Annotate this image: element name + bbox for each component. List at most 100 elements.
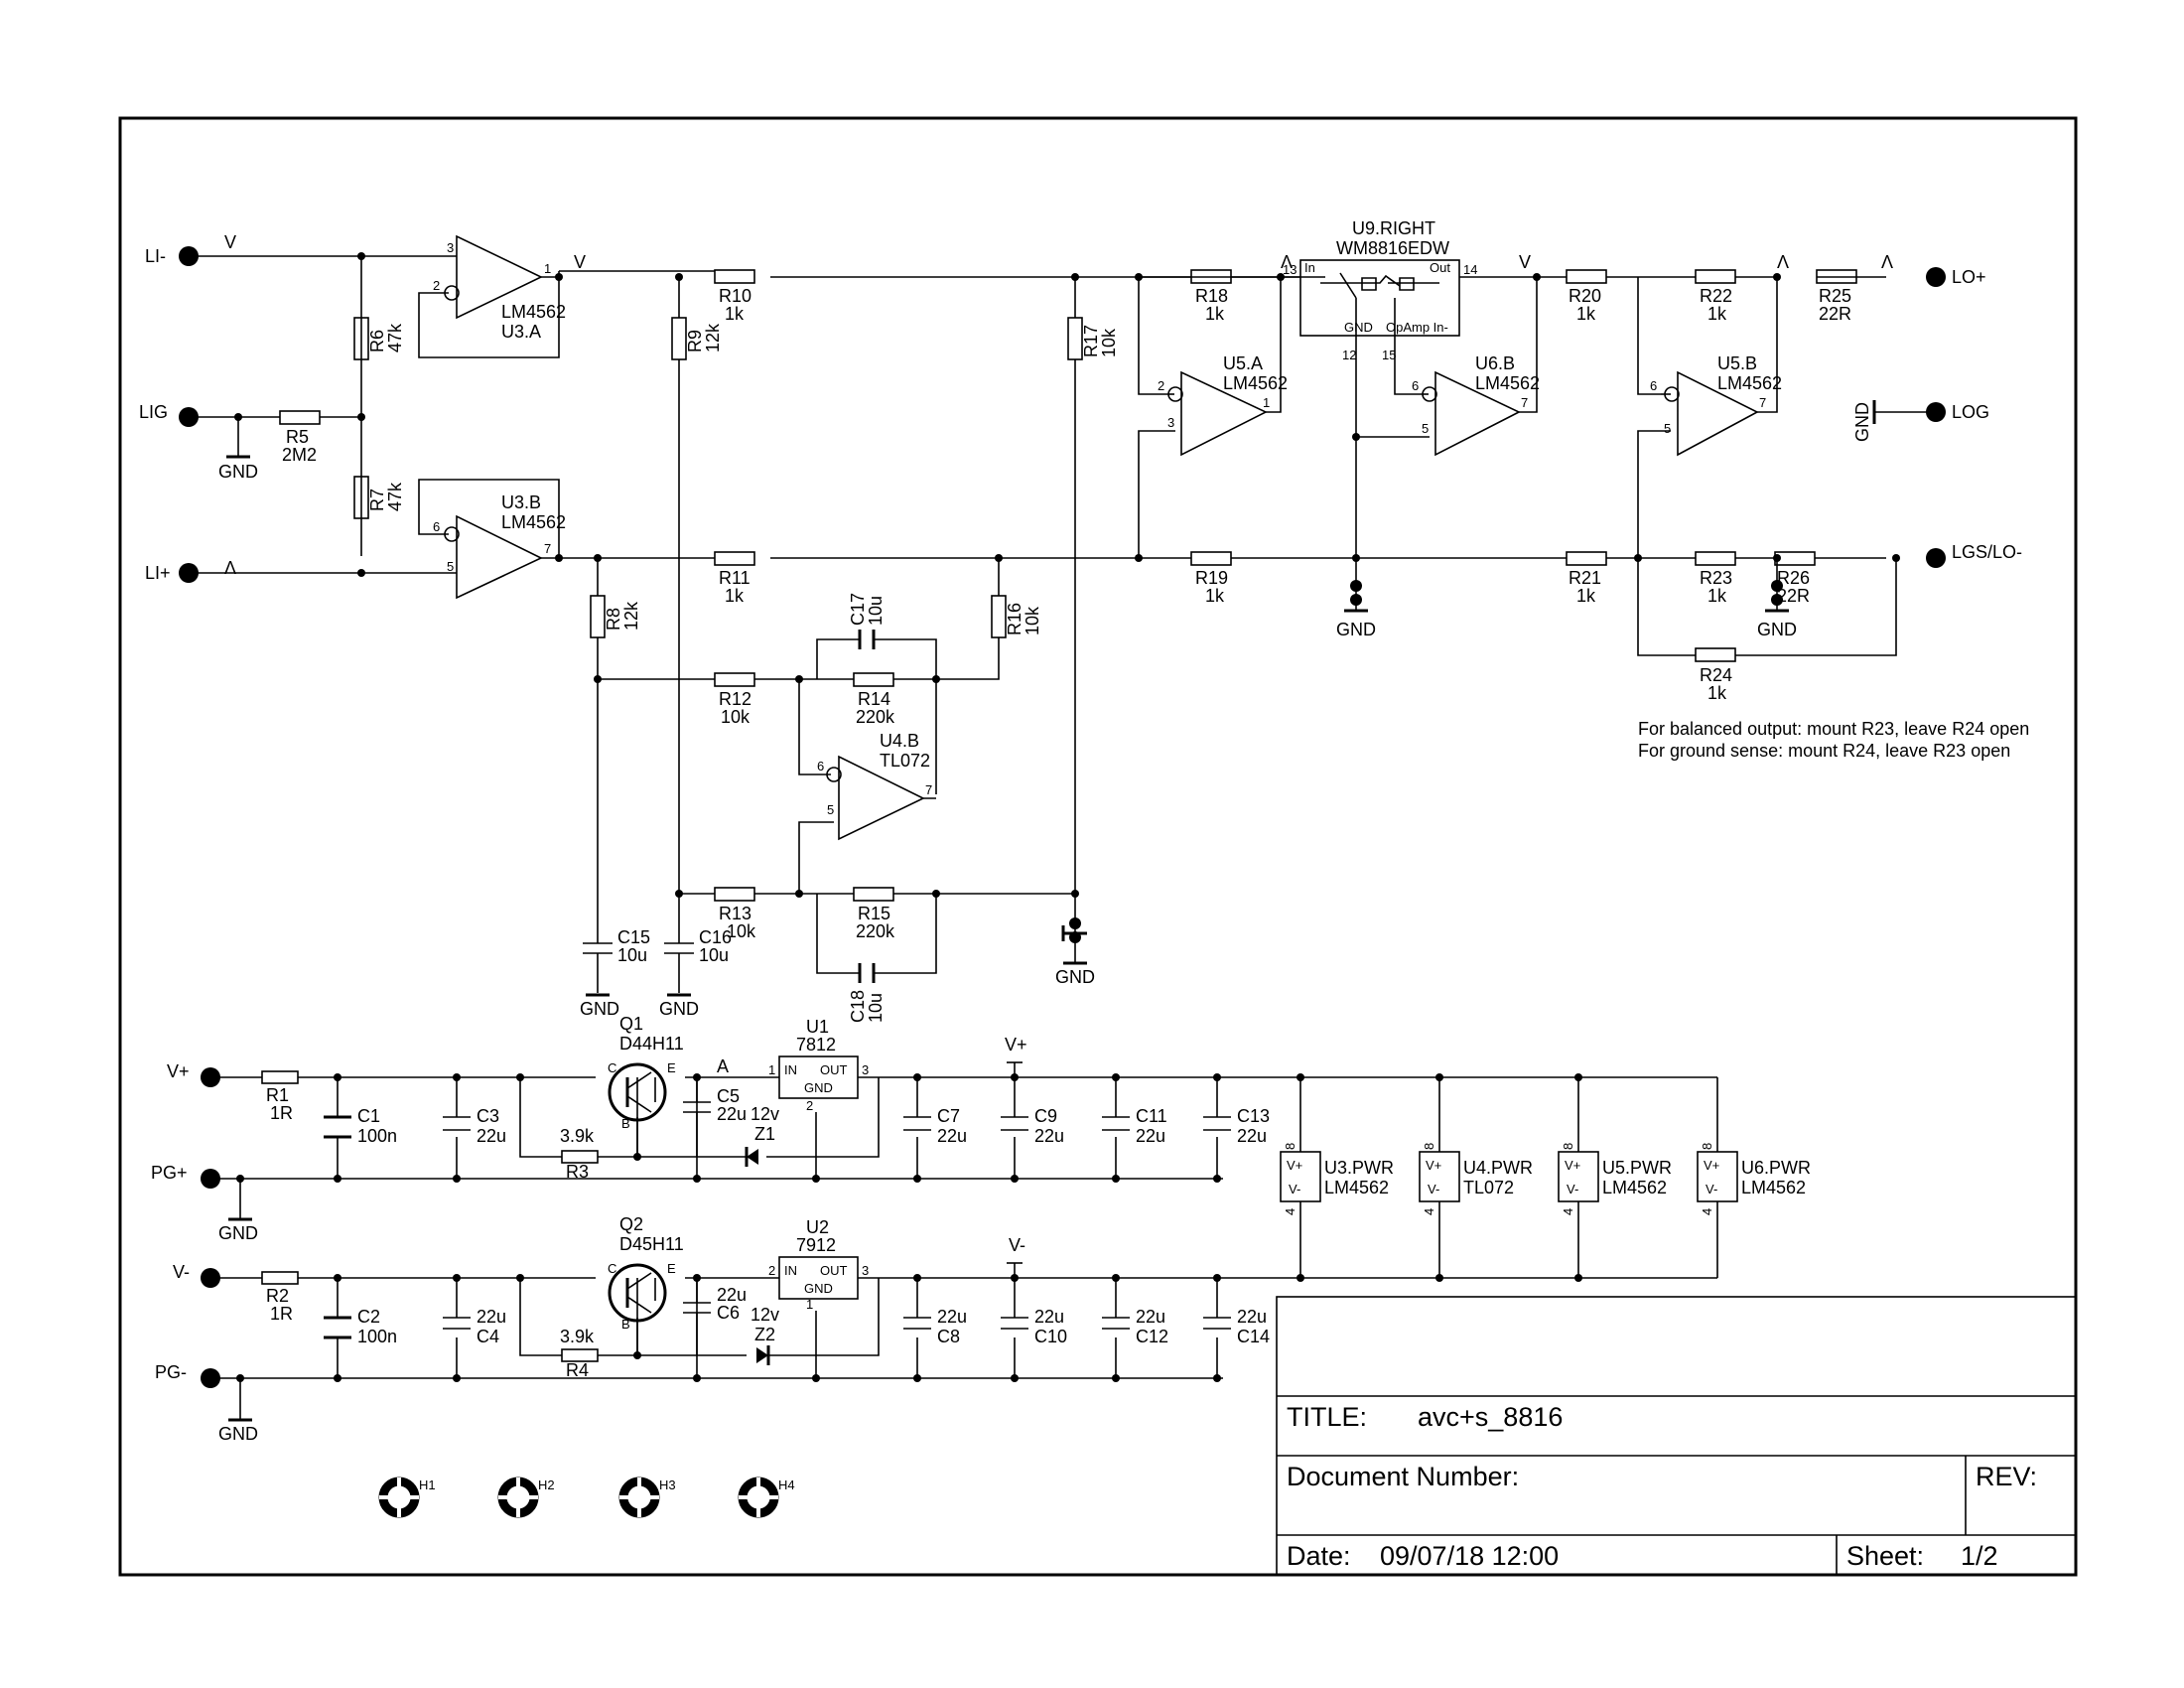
svg-text:6: 6 [433,519,440,534]
svg-text:LM4562: LM4562 [501,302,566,322]
svg-text:WM8816EDW: WM8816EDW [1336,238,1449,258]
svg-text:H4: H4 [778,1477,795,1492]
svg-text:GND: GND [659,999,699,1019]
svg-text:2: 2 [768,1263,775,1278]
opamp-power-labels: V+V- V+V- V+V- V+V- 8 8 8 8 4 4 4 4 U3.P… [1283,1143,1811,1215]
svg-text:8: 8 [1283,1143,1297,1150]
svg-text:R20: R20 [1569,286,1601,306]
svg-text:10u: 10u [866,596,886,626]
junctions [234,252,1900,898]
svg-text:GND: GND [1852,402,1872,442]
svg-text:H3: H3 [659,1477,676,1492]
svg-text:R5: R5 [286,427,309,447]
svg-text:C16: C16 [699,927,732,947]
svg-text:13: 13 [1283,262,1297,277]
title-label: TITLE: [1287,1402,1367,1432]
svg-text:3: 3 [862,1062,869,1077]
svg-text:5: 5 [1664,421,1671,436]
ground-symbols [226,400,1876,1422]
port-labels: LI- LIG LI+ LO+ LOG LGS/LO- V+ PG+ V- PG… [139,246,2022,1382]
svg-text:3: 3 [862,1263,869,1278]
resistor-r11 [714,551,755,566]
port-log [1926,402,1946,422]
svg-text:V-: V- [1428,1182,1439,1196]
svg-text:C5: C5 [717,1086,740,1106]
signal-mark: V [1519,252,1531,272]
svg-text:LM4562: LM4562 [1602,1178,1667,1197]
port-label-log: LOG [1952,402,1989,422]
svg-text:6: 6 [817,759,824,774]
svg-text:7: 7 [1759,395,1766,410]
svg-text:GND: GND [1055,967,1095,987]
svg-text:22u: 22u [1034,1126,1064,1146]
svg-text:R16: R16 [1005,603,1024,635]
svg-text:IN: IN [784,1062,797,1077]
power-wiring [210,1062,1718,1379]
svg-text:V-: V- [1009,1235,1025,1255]
svg-text:1k: 1k [1205,586,1225,606]
svg-text:3.9k: 3.9k [560,1327,595,1346]
svg-text:Q1: Q1 [619,1014,643,1034]
svg-text:R15: R15 [858,904,890,923]
notes: For balanced output: mount R23, leave R2… [1638,719,2029,761]
svg-text:GND: GND [1336,620,1376,639]
svg-text:Z1: Z1 [754,1124,775,1144]
svg-text:TL072: TL072 [1463,1178,1514,1197]
svg-text:U3.A: U3.A [501,322,541,342]
svg-text:10u: 10u [699,945,729,965]
resistors [279,269,1857,902]
resistor-r12 [714,672,755,687]
svg-text:22u: 22u [937,1126,967,1146]
sheet-frame [118,116,2078,1577]
svg-text:GND: GND [580,999,619,1019]
svg-text:GND: GND [218,1424,258,1444]
svg-text:10k: 10k [727,921,756,941]
svg-text:U2: U2 [806,1217,829,1237]
svg-text:V+: V+ [1426,1158,1441,1173]
svg-text:R22: R22 [1700,286,1732,306]
svg-text:U5.PWR: U5.PWR [1602,1158,1672,1178]
svg-text:U6.B: U6.B [1475,353,1515,373]
resistor-r13 [714,887,755,902]
opamp-u4b: 6 5 7 U4.B TL072 [817,731,936,841]
resistor-r18 [1190,269,1232,284]
svg-text:22R: 22R [1819,304,1851,324]
port-label-v-plus: V+ [167,1061,190,1081]
resistor-r7 [353,476,369,519]
title-block: TITLE: avc+s_8816 Document Number: REV: … [1276,1296,2077,1576]
svg-text:C11: C11 [1136,1106,1167,1126]
svg-text:22u: 22u [1034,1307,1064,1327]
svg-text:Z2: Z2 [754,1325,775,1344]
svg-text:U1: U1 [806,1017,829,1037]
resistor-r10 [714,269,755,284]
svg-text:C4: C4 [477,1327,499,1346]
svg-text:3: 3 [447,240,454,255]
svg-text:C1: C1 [357,1106,380,1126]
resistor-r22 [1695,269,1736,284]
svg-text:8: 8 [1561,1143,1575,1150]
svg-text:1: 1 [806,1297,813,1312]
svg-text:22u: 22u [1136,1126,1165,1146]
svg-text:220k: 220k [856,921,895,941]
svg-text:R26: R26 [1777,568,1810,588]
ground-labels: GND GND GND GND GND GND GND GND GND [218,402,1872,1444]
svg-text:R4: R4 [566,1360,589,1380]
opamp-u5a: 2 3 1 U5.A LM4562 [1158,353,1288,457]
svg-text:4: 4 [1422,1208,1436,1215]
note-balanced: For balanced output: mount R23, leave R2… [1638,719,2029,739]
svg-text:C7: C7 [937,1106,960,1126]
rail-labels: V+ V- [1005,1035,1027,1264]
svg-text:220k: 220k [856,707,895,727]
svg-text:22u: 22u [1136,1307,1165,1327]
svg-text:1R: 1R [270,1304,293,1324]
svg-text:U3.B: U3.B [501,492,541,512]
signal-mark: V [224,232,236,252]
opamp-u6b: 6 5 7 U6.B LM4562 [1412,353,1540,457]
svg-text:6: 6 [1650,378,1657,393]
svg-text:12v: 12v [751,1104,779,1124]
opamp-u3a: 3 2 1 LM4562 U3.A [433,234,566,342]
svg-text:22u: 22u [1237,1307,1267,1327]
svg-text:B: B [621,1317,630,1332]
regulator-u1: U1 7812 IN OUT GND 1 3 2 [768,1017,869,1113]
